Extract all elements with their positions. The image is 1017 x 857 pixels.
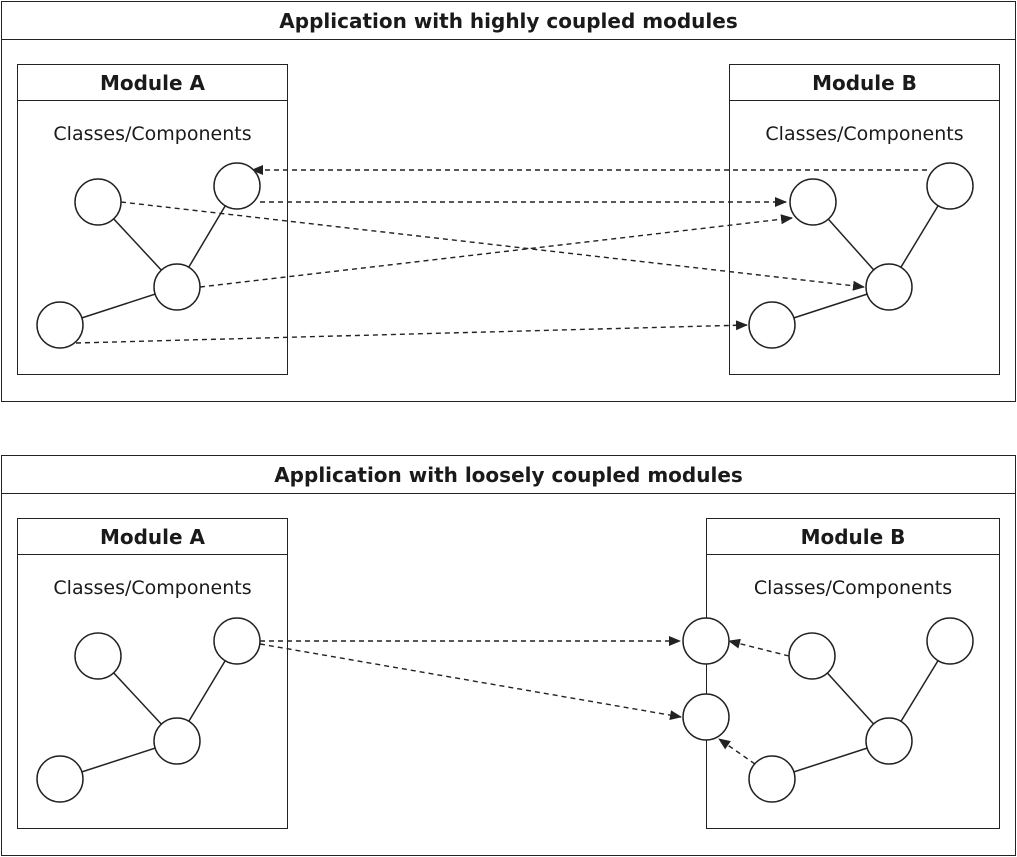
top-module-a: Module A Classes/Components	[17, 64, 288, 375]
bottom-module-a: Module A Classes/Components	[17, 518, 288, 829]
top-module-b-title: Module B	[730, 65, 999, 101]
bottom-module-b-subtitle: Classes/Components	[753, 577, 953, 599]
top-module-b: Module B Classes/Components	[729, 64, 1000, 375]
top-module-b-subtitle: Classes/Components	[765, 123, 964, 145]
loosely-coupled-title: Application with loosely coupled modules	[2, 456, 1015, 494]
top-module-a-subtitle: Classes/Components	[53, 123, 252, 145]
bottom-module-b: Module B Classes/Components	[706, 518, 1000, 829]
highly-coupled-title: Application with highly coupled modules	[2, 2, 1015, 40]
bottom-module-a-subtitle: Classes/Components	[53, 577, 252, 599]
top-module-a-title: Module A	[18, 65, 287, 101]
bottom-module-a-title: Module A	[18, 519, 287, 555]
bottom-module-b-title: Module B	[707, 519, 999, 555]
